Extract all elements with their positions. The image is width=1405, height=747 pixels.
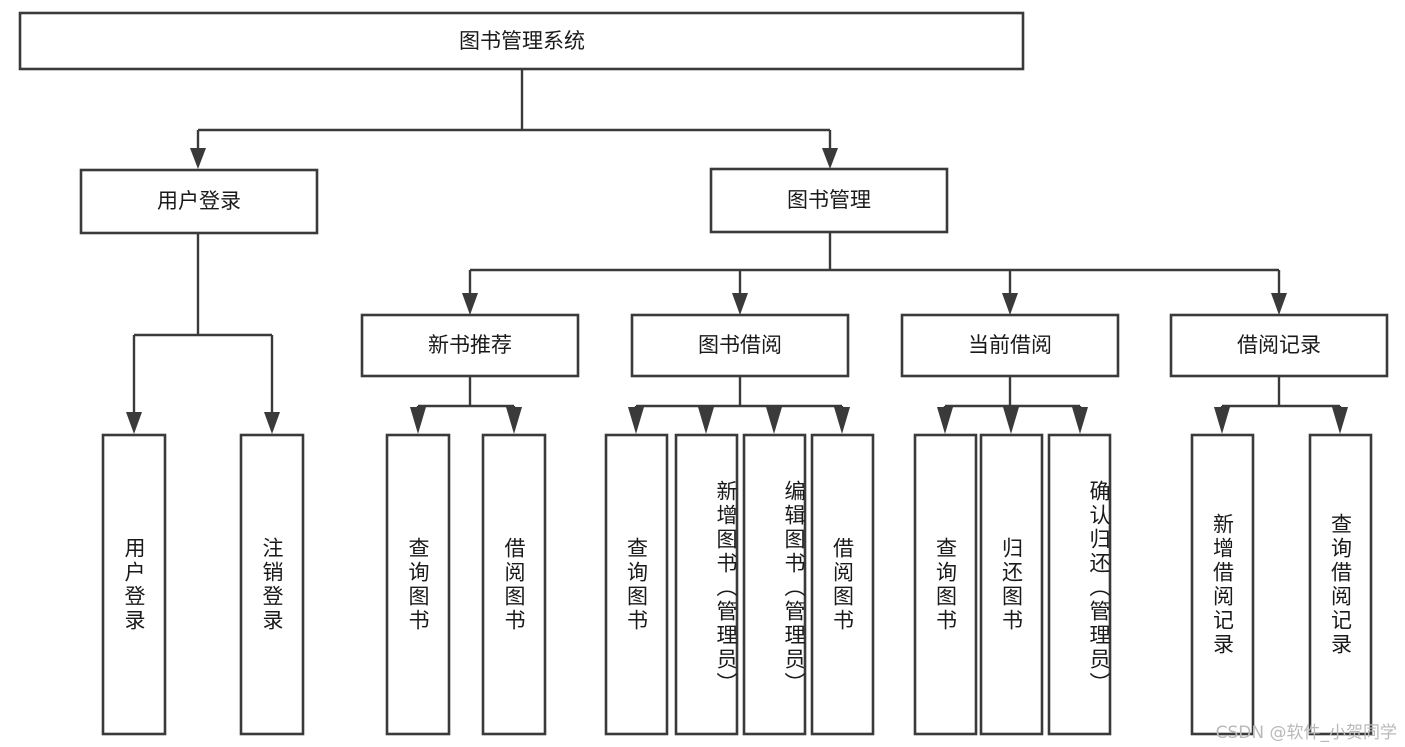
node-layer: 图书管理系统 用户登录 图书管理 新书推荐 图书借阅 — [18, 11, 1389, 736]
node-book-borrow-box[interactable] — [630, 313, 850, 378]
node-borrow-record-box[interactable] — [1169, 313, 1389, 378]
arrow-head-borrow-record — [1271, 293, 1287, 315]
node-book-manage[interactable]: 图书管理 — [709, 167, 949, 234]
node-borrow-record-label: 借阅记录 — [1237, 333, 1321, 357]
node-user-login-box[interactable] — [79, 168, 319, 235]
csdn-watermark: CSDN @软件_小贺同学 — [1215, 723, 1397, 743]
arrow-head-leaf-borrow-book-rec — [506, 407, 522, 434]
node-leaf-confirm-return-admin-box[interactable] — [1047, 433, 1112, 736]
node-current-borrow-box[interactable] — [900, 313, 1120, 378]
node-leaf-borrow-book-rec-box[interactable] — [481, 433, 547, 736]
node-user-login-label: 用户登录 — [157, 189, 241, 213]
node-book-manage-label: 图书管理 — [787, 188, 871, 212]
node-leaf-query-book-cur-box[interactable] — [913, 433, 978, 736]
arrow-head-leaf-return-book — [1003, 407, 1019, 434]
node-new-book-recommend[interactable]: 新书推荐 — [360, 313, 580, 378]
arrow-head-leaf-query-borrow-record — [1332, 407, 1348, 434]
arrow-head-leaf-query-book-rec — [410, 407, 426, 434]
node-new-book-recommend-label: 新书推荐 — [428, 333, 512, 357]
node-root[interactable]: 图书管理系统 — [18, 11, 1025, 71]
node-current-borrow[interactable]: 当前借阅 — [900, 313, 1120, 378]
node-leaf-return-book-box[interactable] — [979, 433, 1044, 736]
connector-layer — [126, 69, 1348, 434]
arrow-head-new-book-recommend — [462, 293, 478, 315]
node-leaf-add-borrow-record-box[interactable] — [1190, 433, 1255, 736]
arrow-head-leaf-add-book-admin — [698, 407, 714, 434]
node-borrow-record[interactable]: 借阅记录 — [1169, 313, 1389, 378]
node-new-book-recommend-box[interactable] — [360, 313, 580, 378]
arrow-head-book-borrow — [732, 293, 748, 315]
arrow-head-leaf-logout-login — [264, 412, 280, 434]
arrow-head-leaf-edit-book-admin — [766, 407, 782, 434]
node-leaf-query-book-bor-box[interactable] — [604, 433, 669, 736]
node-book-manage-box[interactable] — [709, 167, 949, 234]
arrow-head-current-borrow — [1002, 293, 1018, 315]
node-leaf-logout-login-box[interactable] — [239, 433, 305, 736]
arrow-head-leaf-confirm-return-admin — [1072, 407, 1088, 434]
node-leaf-edit-book-admin-box[interactable] — [742, 433, 807, 736]
node-leaf-query-borrow-record-box[interactable] — [1308, 433, 1373, 736]
node-leaf-add-book-admin-box[interactable] — [674, 433, 739, 736]
node-user-login[interactable]: 用户登录 — [79, 168, 319, 235]
node-book-borrow-label: 图书借阅 — [698, 333, 782, 357]
arrow-head-user-login — [190, 148, 206, 169]
arrow-head-leaf-query-book-bor — [628, 407, 644, 434]
arrow-head-leaf-add-borrow-record — [1214, 407, 1230, 434]
node-current-borrow-label: 当前借阅 — [968, 333, 1052, 357]
arrow-head-leaf-borrow-book-bor — [834, 407, 850, 434]
arrow-head-book-manage — [822, 148, 838, 169]
node-root-label: 图书管理系统 — [459, 29, 585, 53]
arrow-head-leaf-query-book-cur — [937, 407, 953, 434]
node-leaf-user-login-box[interactable] — [101, 433, 167, 736]
node-book-borrow[interactable]: 图书借阅 — [630, 313, 850, 378]
node-leaf-borrow-book-bor-box[interactable] — [810, 433, 875, 736]
node-leaf-query-book-rec-box[interactable] — [385, 433, 451, 736]
node-root-box[interactable] — [18, 11, 1025, 71]
arrow-head-leaf-user-login — [126, 412, 142, 434]
